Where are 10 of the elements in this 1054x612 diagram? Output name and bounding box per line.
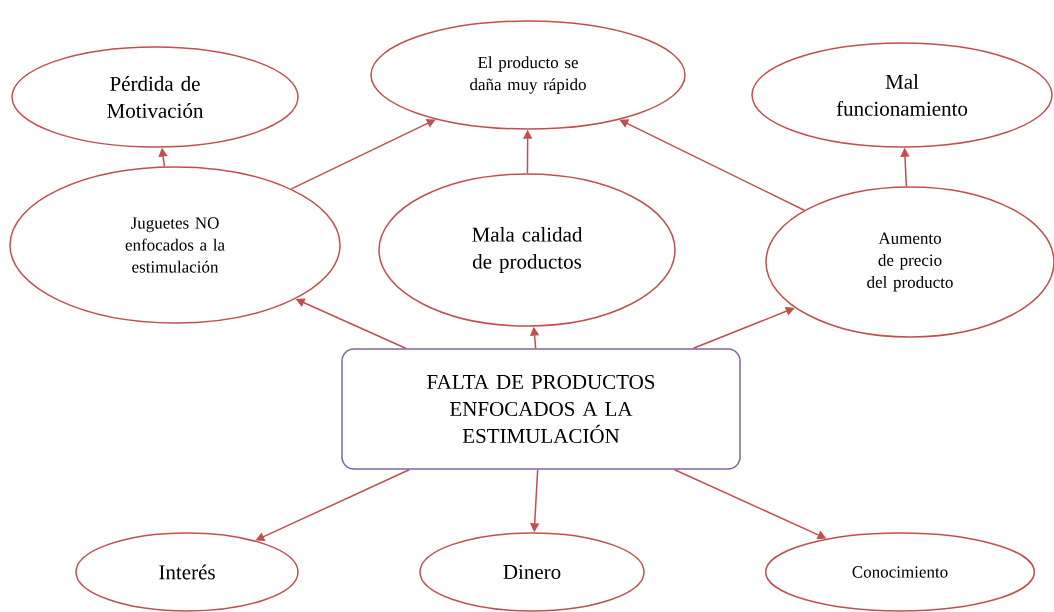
ellipse-node: Mala calidad de productos: [378, 173, 676, 327]
ellipse-node: Dinero: [419, 532, 645, 612]
arrow: [692, 306, 795, 349]
rounded-box: FALTA DE PRODUCTOS ENFOCADOS A LA ESTIMULACIÓN: [341, 348, 741, 470]
ellipse-node: El producto se daña muy rápido: [370, 20, 686, 130]
ellipse-node: Mal funcionamiento: [751, 42, 1053, 148]
ellipse-node: Interés: [75, 532, 299, 612]
ellipse-node: Conocimiento: [764, 532, 1036, 612]
ellipse-node: Juguetes NO enfocados a la estimulación: [9, 166, 341, 324]
ellipse-node: Pérdida de Motivación: [11, 46, 299, 148]
